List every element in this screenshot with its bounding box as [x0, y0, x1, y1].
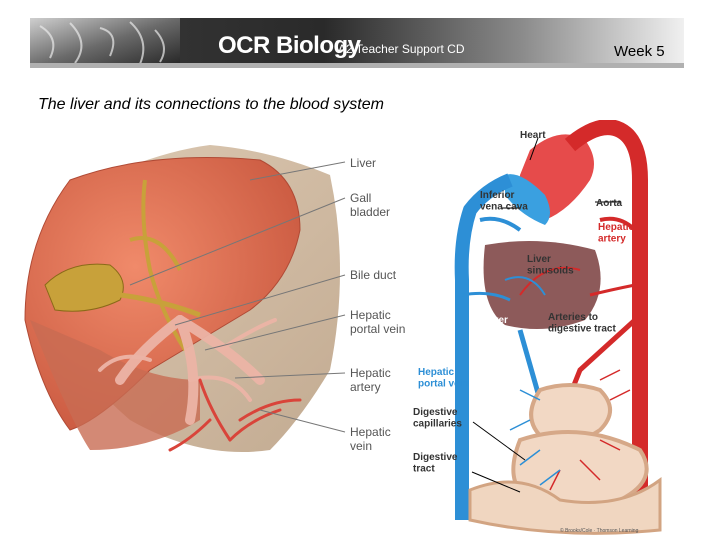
label-aorta: Aorta [596, 198, 623, 209]
heart-shape [505, 134, 594, 225]
label-bile-duct: Bile duct [350, 268, 397, 282]
anatomical-liver [24, 145, 340, 452]
label-hepatic-vein-right: Hepatic vein [482, 232, 541, 243]
label-heart: Heart [520, 130, 546, 141]
label-liver-right: Liver [484, 315, 508, 326]
week-label: Week 5 [614, 43, 665, 60]
left-leader-lines [129, 161, 346, 433]
circulation-diagram [454, 120, 662, 535]
header-banner: OCR Biology A2 Teacher Support CD [30, 18, 684, 68]
label-liver: Liver [350, 156, 376, 170]
brand-title: OCR Biology [218, 32, 361, 59]
brand-subtitle: A2 Teacher Support CD [338, 42, 465, 56]
micrograph-image [30, 18, 180, 68]
slide-subtitle: The liver and its connections to the blo… [38, 96, 384, 113]
liver-lobe [483, 241, 601, 329]
right-leader-lines [471, 137, 620, 493]
copyright-note: © Brooks/Cole · Thomson Learning [560, 527, 639, 534]
banner-graphic [30, 18, 684, 68]
